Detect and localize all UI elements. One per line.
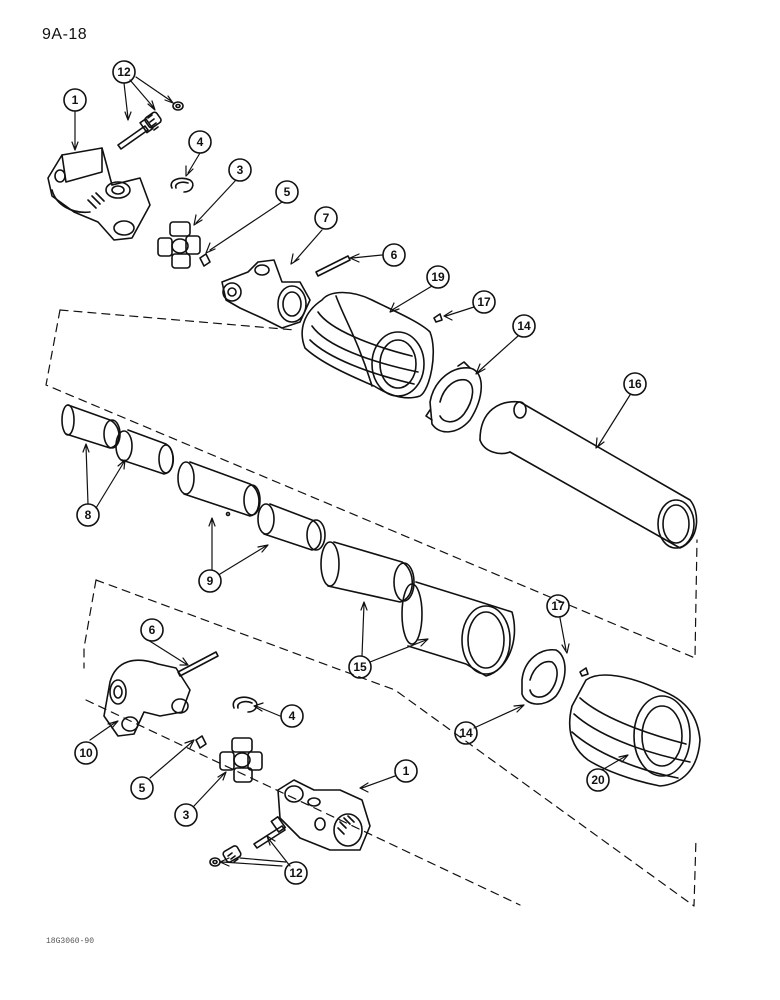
snap-ring-lower bbox=[232, 696, 258, 713]
svg-text:14: 14 bbox=[517, 319, 531, 333]
svg-text:12: 12 bbox=[289, 866, 303, 880]
callouts: 1 12 4 3 5 7 6 19 17 14 16 8 9 15 17 6 1… bbox=[63, 60, 647, 885]
callout-17-upper: 17 bbox=[472, 290, 496, 314]
retaining-ring-lower bbox=[521, 649, 566, 705]
callout-4-upper: 4 bbox=[188, 130, 212, 154]
screw-upper bbox=[433, 313, 443, 323]
tube-15a bbox=[320, 541, 415, 603]
bushing-8a bbox=[61, 404, 121, 449]
callout-8: 8 bbox=[76, 503, 100, 527]
svg-text:5: 5 bbox=[139, 781, 146, 795]
callout-14-upper: 14 bbox=[512, 314, 536, 338]
grease-fitting-lower bbox=[195, 735, 207, 749]
callout-3-lower: 3 bbox=[174, 803, 198, 827]
roll-pin-upper bbox=[315, 255, 351, 277]
inner-yoke-upper bbox=[221, 259, 311, 329]
svg-text:6: 6 bbox=[391, 248, 398, 262]
page-number: 9A-18 bbox=[42, 26, 88, 43]
svg-text:5: 5 bbox=[284, 185, 291, 199]
svg-text:14: 14 bbox=[459, 726, 473, 740]
svg-text:1: 1 bbox=[72, 93, 79, 107]
screw-lower bbox=[579, 667, 589, 677]
bushing-9a bbox=[177, 461, 261, 517]
callout-6-upper: 6 bbox=[382, 243, 406, 267]
callout-14-lower: 14 bbox=[454, 721, 478, 745]
svg-text:7: 7 bbox=[323, 211, 330, 225]
svg-text:3: 3 bbox=[237, 163, 244, 177]
callout-9: 9 bbox=[198, 569, 222, 593]
callout-12-upper: 12 bbox=[112, 60, 136, 84]
callout-19: 19 bbox=[426, 265, 450, 289]
svg-text:16: 16 bbox=[628, 377, 642, 391]
callout-17-lower: 17 bbox=[546, 594, 570, 618]
callout-10: 10 bbox=[74, 741, 98, 765]
dashed-assembly-outline-upper bbox=[45, 309, 698, 659]
universal-cross-lower bbox=[219, 737, 263, 783]
bellows-lower bbox=[568, 674, 701, 787]
callout-6-lower: 6 bbox=[140, 618, 164, 642]
callout-5-lower: 5 bbox=[130, 776, 154, 800]
callout-15: 15 bbox=[348, 655, 372, 679]
callout-16: 16 bbox=[623, 372, 647, 396]
callout-4-lower: 4 bbox=[280, 704, 304, 728]
dashed-assembly-outline-lower bbox=[83, 579, 697, 907]
grease-fitting-upper bbox=[199, 253, 211, 267]
svg-text:10: 10 bbox=[79, 746, 93, 760]
svg-text:3: 3 bbox=[183, 808, 190, 822]
callout-1-upper: 1 bbox=[63, 88, 87, 112]
guard-tube bbox=[479, 400, 698, 549]
roll-pin-lower bbox=[177, 651, 219, 677]
callout-20: 20 bbox=[586, 768, 610, 792]
yoke-upper bbox=[47, 147, 151, 241]
svg-text:15: 15 bbox=[353, 660, 367, 674]
svg-text:8: 8 bbox=[85, 508, 92, 522]
bolt-spring-washer-lower bbox=[209, 815, 287, 867]
svg-text:12: 12 bbox=[117, 65, 131, 79]
snap-ring-upper bbox=[170, 177, 194, 193]
svg-text:19: 19 bbox=[431, 270, 445, 284]
bolt-spring-washer-upper bbox=[117, 101, 184, 150]
svg-text:4: 4 bbox=[197, 135, 204, 149]
callout-1-lower: 1 bbox=[394, 759, 418, 783]
retaining-ring-upper bbox=[425, 361, 482, 433]
tube-15b bbox=[401, 581, 516, 677]
inner-yoke-lower bbox=[103, 659, 191, 737]
universal-cross-upper bbox=[157, 221, 201, 269]
svg-text:17: 17 bbox=[551, 599, 565, 613]
svg-text:4: 4 bbox=[289, 709, 296, 723]
svg-text:17: 17 bbox=[477, 295, 491, 309]
bellows-upper bbox=[301, 291, 434, 399]
svg-text:6: 6 bbox=[149, 623, 156, 637]
svg-text:1: 1 bbox=[403, 764, 410, 778]
callout-7: 7 bbox=[314, 206, 338, 230]
drawing-code: 18G3060-90 bbox=[46, 937, 95, 946]
callout-3-upper: 3 bbox=[228, 158, 252, 182]
callout-leaders bbox=[71, 76, 631, 867]
svg-text:9: 9 bbox=[207, 574, 214, 588]
bushing-9b bbox=[257, 503, 326, 551]
yoke-lower bbox=[277, 779, 371, 851]
callout-12-lower: 12 bbox=[284, 861, 308, 885]
svg-text:20: 20 bbox=[591, 773, 605, 787]
callout-5-upper: 5 bbox=[275, 180, 299, 204]
